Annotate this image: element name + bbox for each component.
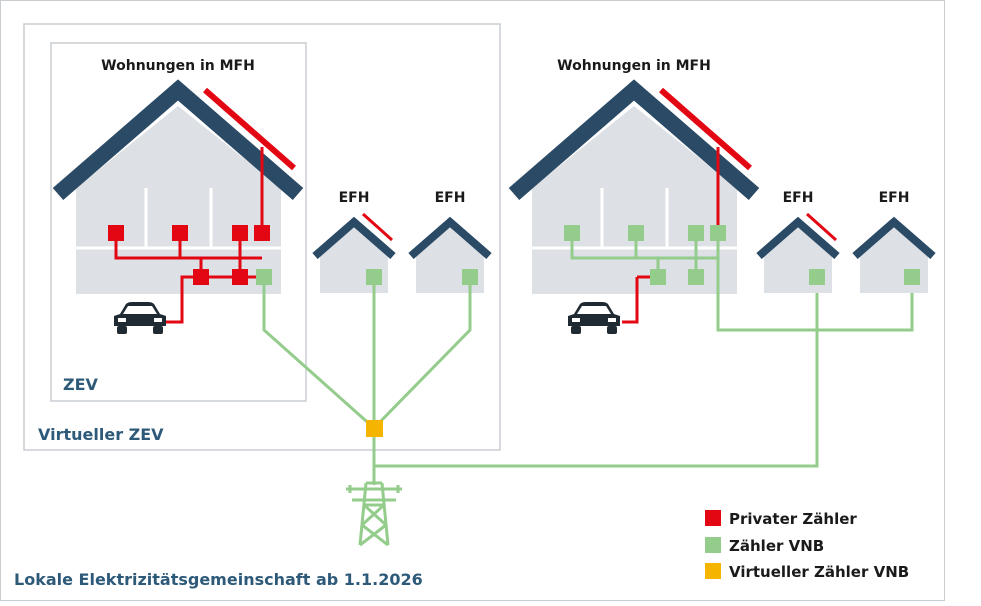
legend-swatch-private: [705, 510, 721, 526]
zev-box: [50, 42, 307, 402]
efh-label: EFH: [435, 190, 466, 206]
private-meter: [193, 269, 209, 285]
mfh-left-label: Wohnungen in MFH: [101, 58, 255, 74]
efh-label: EFH: [339, 190, 370, 206]
efh-house: [852, 216, 936, 293]
efh-house: [312, 212, 396, 293]
legend-label-vnb: Zähler VNB: [729, 537, 824, 555]
car-icon: [568, 302, 620, 334]
legend-label-virtual: Virtueller Zähler VNB: [729, 563, 909, 581]
private-meter: [254, 225, 270, 241]
vnb-meter: [688, 225, 704, 241]
virtual-meter: [366, 420, 383, 437]
efh-label: EFH: [879, 190, 910, 206]
mfh-left-roof: [52, 79, 304, 201]
vnb-meter: [366, 269, 382, 285]
vnb-wiring-left: [262, 285, 472, 430]
vnb-meter: [256, 269, 272, 285]
lec-title: Lokale Elektrizitätsgemeinschaft ab 1.1.…: [14, 570, 423, 589]
vnb-meter: [688, 269, 704, 285]
solar-panel-icon: [361, 212, 394, 242]
private-meter: [232, 225, 248, 241]
outer-frame: [0, 0, 945, 601]
car-icon: [114, 302, 166, 334]
solar-panel-icon: [203, 87, 296, 171]
vnb-meter: [462, 269, 478, 285]
efh-house: [756, 212, 840, 293]
vnb-meter: [650, 269, 666, 285]
virtual-zev-box: [23, 23, 501, 451]
vnb-meter: [710, 225, 726, 241]
private-meter: [172, 225, 188, 241]
mfh-left-gable: [76, 106, 281, 188]
vnb-meter: [564, 225, 580, 241]
legend-swatch-vnb: [705, 537, 721, 553]
legend-label-private: Privater Zähler: [729, 510, 857, 528]
solar-panel-icon: [659, 87, 752, 171]
private-meter: [108, 225, 124, 241]
vnb-meter: [809, 269, 825, 285]
pylon-icon: [346, 481, 402, 547]
vnb-meter: [904, 269, 920, 285]
vnb-meter: [628, 225, 644, 241]
legend-swatch-virtual: [705, 563, 721, 579]
mfh-right-label: Wohnungen in MFH: [557, 58, 711, 74]
virtual-zev-label: Virtueller ZEV: [38, 425, 164, 444]
legend: Privater Zähler Zähler VNB Virtueller Zä…: [705, 510, 909, 581]
solar-panel-icon: [805, 212, 838, 242]
zev-label: ZEV: [63, 375, 99, 394]
private-meter: [232, 269, 248, 285]
efh-label: EFH: [783, 190, 814, 206]
